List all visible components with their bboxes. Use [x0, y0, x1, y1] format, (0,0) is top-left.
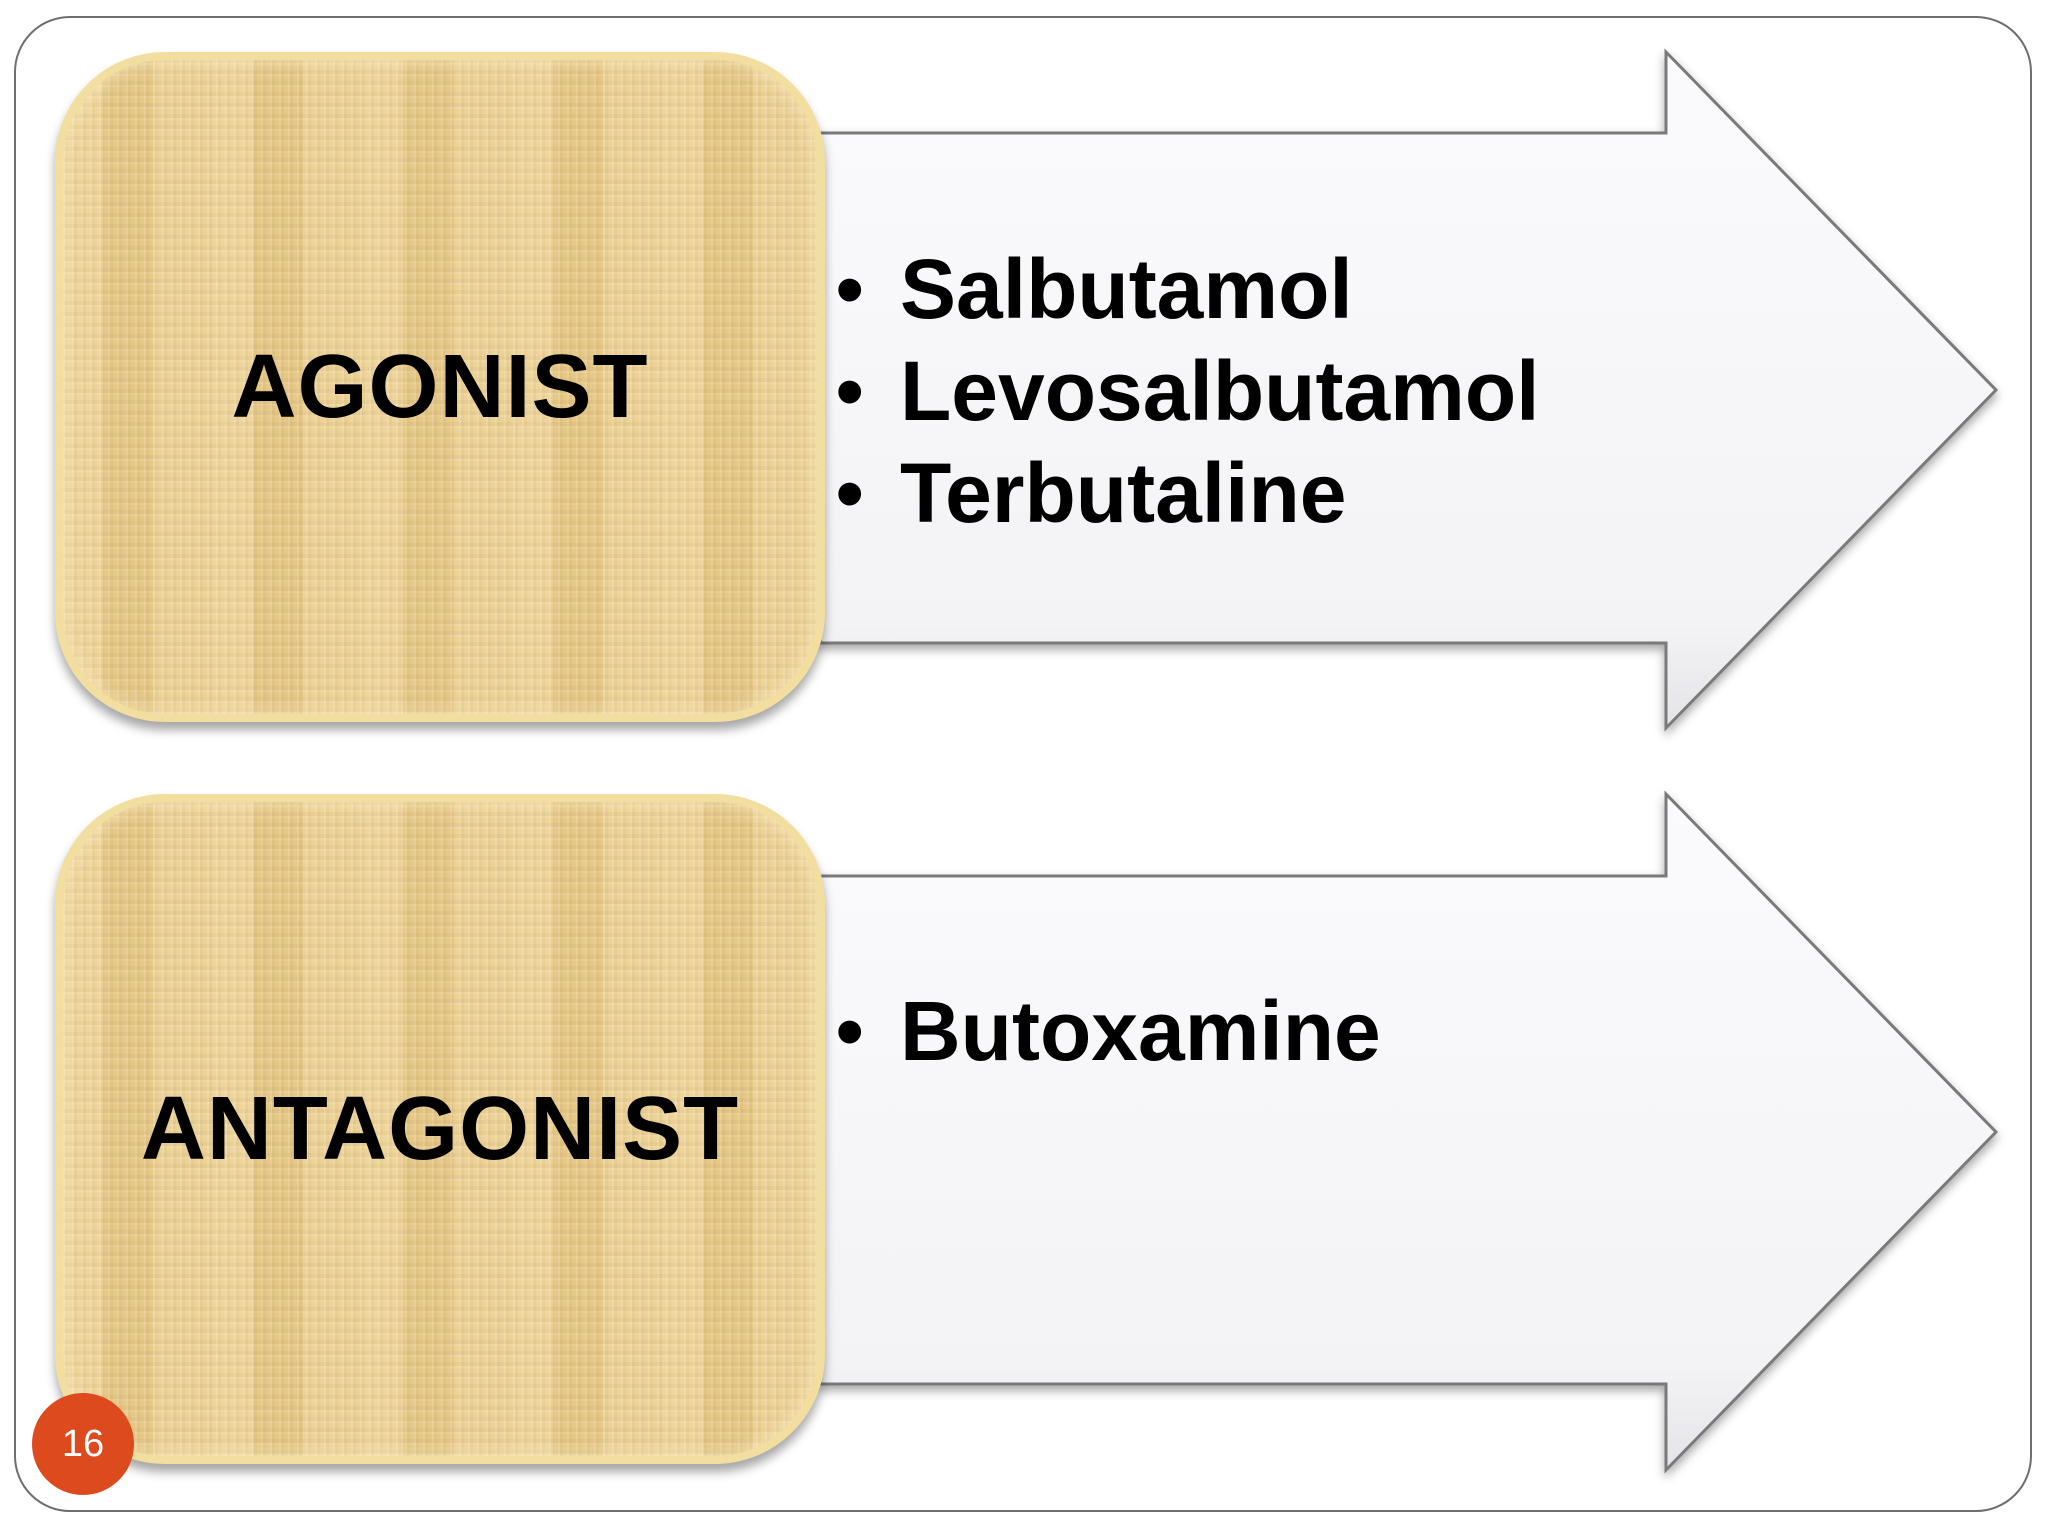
- bullet-icon: •: [835, 242, 865, 336]
- list-item: • Terbutaline: [835, 442, 1539, 544]
- agonist-box: AGONIST: [55, 52, 825, 722]
- drug-name: Butoxamine: [900, 984, 1381, 1078]
- drug-name: Salbutamol: [900, 242, 1353, 336]
- bullet-icon: •: [835, 984, 865, 1078]
- list-item: • Butoxamine: [835, 980, 1381, 1082]
- agonist-drug-list: • Salbutamol • Levosalbutamol • Terbutal…: [835, 238, 1539, 544]
- drug-name: Levosalbutamol: [900, 344, 1540, 438]
- bullet-icon: •: [835, 344, 865, 438]
- bullet-icon: •: [835, 446, 865, 540]
- slide-number-badge: 16: [32, 1393, 134, 1495]
- antagonist-drug-list: • Butoxamine: [835, 980, 1381, 1082]
- arrow-agonist: [818, 48, 1999, 732]
- agonist-label: AGONIST: [231, 336, 649, 437]
- list-item: • Levosalbutamol: [835, 340, 1539, 442]
- antagonist-label: ANTAGONIST: [140, 1078, 740, 1179]
- arrow-antagonist: [818, 790, 1999, 1474]
- drug-name: Terbutaline: [900, 446, 1347, 540]
- list-item: • Salbutamol: [835, 238, 1539, 340]
- antagonist-box: ANTAGONIST: [55, 794, 825, 1464]
